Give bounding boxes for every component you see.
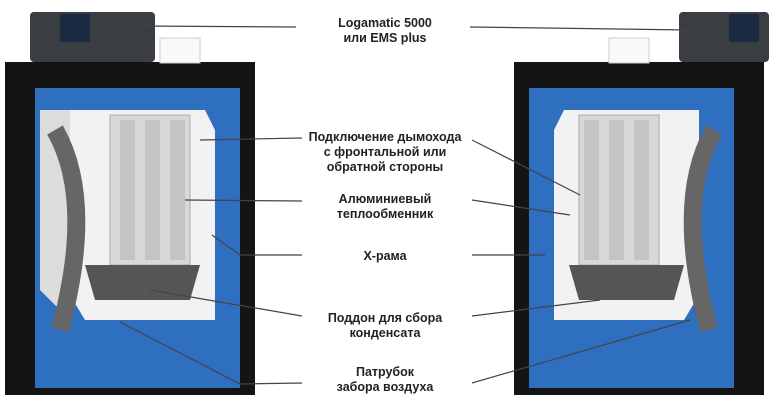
label-heat-exchanger: Алюминиевый теплообменник <box>290 192 480 222</box>
label-line: Поддон для сбора <box>327 311 443 325</box>
label-condensate-pan: Поддон для сбора конденсата <box>290 311 480 341</box>
label-air-intake: Патрубок забора воздуха <box>290 365 480 395</box>
label-line: Logamatic 5000 <box>338 16 432 30</box>
label-line: Патрубок <box>355 365 415 379</box>
label-line: Алюминиевый <box>338 192 432 206</box>
label-line: X-рама <box>363 249 407 263</box>
label-controller: Logamatic 5000 или EMS plus <box>290 16 480 46</box>
label-line: или EMS plus <box>343 31 427 45</box>
label-flue-connection: Подключение дымохода с фронтальной или о… <box>290 130 480 175</box>
label-x-frame: X-рама <box>290 249 480 264</box>
leader-lines <box>119 25 691 385</box>
label-line: забора воздуха <box>336 380 434 394</box>
label-line: обратной стороны <box>326 160 444 174</box>
label-line: теплообменник <box>336 207 434 221</box>
label-line: с фронтальной или <box>323 145 447 159</box>
label-line: конденсата <box>349 326 421 340</box>
boiler-front-view <box>5 12 255 395</box>
label-line: Подключение дымохода <box>308 130 462 144</box>
boiler-rear-view <box>514 12 769 395</box>
